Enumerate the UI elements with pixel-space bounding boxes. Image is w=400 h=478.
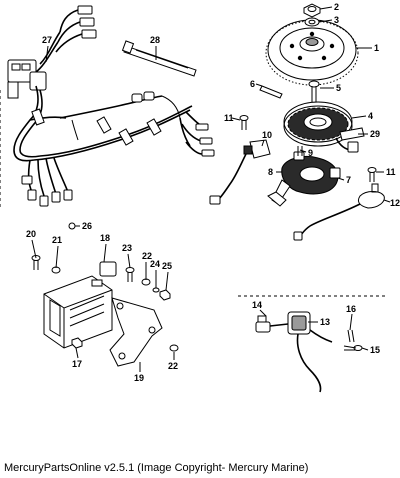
callout-17: 17 — [72, 359, 82, 369]
sensor-12 — [293, 183, 385, 241]
callout-28: 28 — [150, 35, 160, 45]
callout-22a: 22 — [142, 251, 152, 261]
nut-25 — [159, 289, 171, 301]
nut-17 — [71, 337, 83, 349]
flywheel-washer — [304, 17, 320, 27]
callout-18: 18 — [100, 233, 110, 243]
callout-20: 20 — [26, 229, 36, 239]
ignition-coil — [269, 311, 333, 393]
callout-11b: 11 — [386, 167, 396, 177]
stator-screw — [308, 80, 320, 102]
screw-11-right — [367, 167, 377, 182]
callout-9: 9 — [308, 148, 313, 158]
flywheel-key — [259, 85, 283, 99]
copyright-caption: MercuryPartsOnline v2.5.1 (Image Copyrig… — [4, 462, 309, 474]
trigger-base — [267, 151, 339, 207]
callout-7: 7 — [346, 175, 351, 185]
callout-22b: 22 — [168, 361, 178, 371]
bracket-19 — [109, 297, 163, 367]
grommet-22-bottom — [169, 344, 179, 352]
callout-19: 19 — [134, 373, 144, 383]
control-module — [43, 261, 117, 349]
flywheel-nut — [303, 3, 321, 18]
screw-15 — [343, 345, 363, 351]
callout-25: 25 — [162, 261, 172, 271]
callout-12: 12 — [390, 198, 400, 208]
callout-27: 27 — [42, 35, 52, 45]
callout-3: 3 — [334, 15, 339, 25]
screw-11-left — [239, 115, 249, 130]
callout-11a: 11 — [224, 113, 234, 123]
callout-29: 29 — [370, 129, 380, 139]
wire-harness — [0, 5, 215, 210]
screw-23 — [125, 267, 135, 282]
callout-24: 24 — [150, 259, 160, 269]
callout-6: 6 — [250, 79, 255, 89]
flywheel — [265, 19, 359, 86]
callout-13: 13 — [320, 317, 330, 327]
callout-5: 5 — [336, 83, 341, 93]
callout-8: 8 — [268, 167, 273, 177]
stator-plate — [339, 127, 365, 141]
callout-4: 4 — [368, 111, 373, 121]
screw-16 — [347, 329, 355, 343]
stator — [283, 101, 353, 151]
callout-23: 23 — [122, 243, 132, 253]
callout-2: 2 — [334, 2, 339, 12]
callout-1: 1 — [374, 43, 379, 53]
callout-16: 16 — [346, 304, 356, 314]
part-26-washer — [68, 222, 76, 230]
callout-14: 14 — [252, 300, 262, 310]
leader-lines — [31, 6, 391, 372]
callout-26: 26 — [82, 221, 92, 231]
sensor-10 — [209, 139, 271, 205]
callout-15: 15 — [370, 345, 380, 355]
spark-plug-boot — [255, 315, 271, 333]
washer-24 — [152, 287, 160, 293]
callout-10: 10 — [262, 130, 272, 140]
cable-tie — [121, 40, 197, 77]
callout-21: 21 — [52, 235, 62, 245]
clip-7 — [329, 167, 341, 179]
